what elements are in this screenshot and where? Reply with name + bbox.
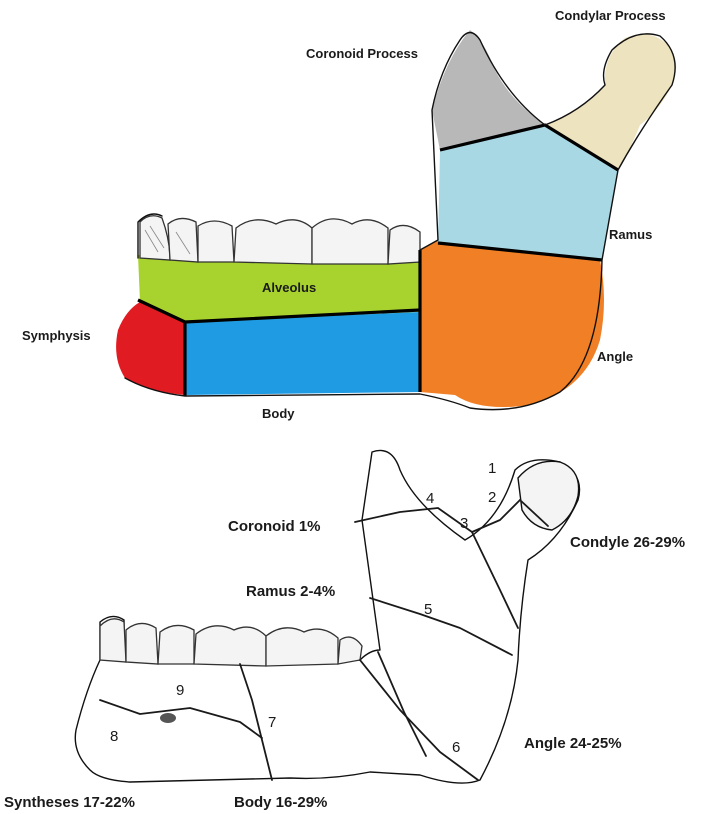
label-ramus: Ramus — [609, 227, 652, 242]
region-body — [185, 312, 420, 395]
fracture-number-8: 8 — [110, 728, 118, 745]
fracture-number-9: 9 — [176, 682, 184, 699]
label-symphysis: Symphysis — [22, 328, 91, 343]
fracture-number-4: 4 — [426, 490, 434, 507]
fracture-number-5: 5 — [424, 601, 432, 618]
top-teeth — [140, 216, 420, 264]
fracture-number-7: 7 — [268, 714, 276, 731]
mental-foramen — [160, 713, 176, 723]
label-coronoid-process: Coronoid Process — [306, 46, 418, 61]
label-ramus-percentage: Ramus 2-4% — [246, 583, 335, 600]
label-alveolus: Alveolus — [262, 280, 316, 295]
fracture-number-6: 6 — [452, 739, 460, 756]
label-syntheses-percentage: Syntheses 17-22% — [4, 794, 135, 811]
label-angle-percentage: Angle 24-25% — [524, 735, 622, 752]
fracture-number-2: 2 — [488, 489, 496, 506]
label-condylar-process: Condylar Process — [555, 8, 666, 23]
fracture-number-3: 3 — [460, 515, 468, 532]
label-body-percentage: Body 16-29% — [234, 794, 327, 811]
bottom-teeth — [100, 619, 362, 666]
bottom-mandible-outline — [75, 450, 579, 783]
top-mandible-diagram: Coronoid Process Condylar Process Ramus … — [22, 8, 676, 421]
bottom-mandible-diagram: 1 2 3 4 5 6 7 8 9 Coronoid 1% Condyle 26… — [4, 450, 685, 811]
label-body: Body — [262, 406, 295, 421]
label-coronoid-percentage: Coronoid 1% — [228, 518, 321, 535]
fracture-number-1: 1 — [488, 460, 496, 477]
label-angle: Angle — [597, 349, 633, 364]
region-angle — [420, 240, 604, 407]
label-condyle-percentage: Condyle 26-29% — [570, 534, 685, 551]
